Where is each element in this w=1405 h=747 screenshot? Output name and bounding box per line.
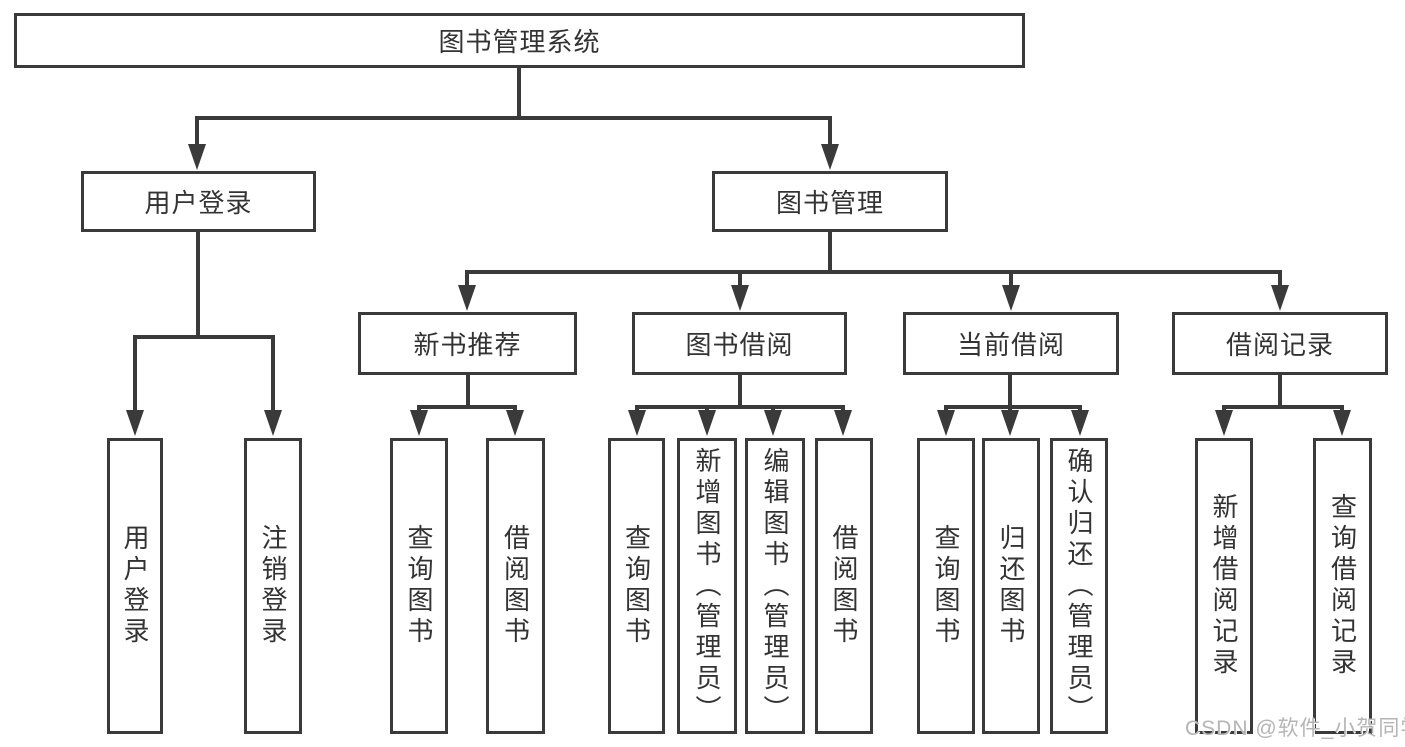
leaf-add-books-admin: 新增图书（管理员） [677,438,737,734]
node-book-management-system: 图书管理系统 [14,13,1025,68]
node-label: 用户登录 [120,524,150,648]
leaf-borrow-books-recommend: 借阅图书 [486,438,545,734]
node-label: 当前借阅 [956,330,1065,360]
node-book-borrow: 图书借阅 [632,312,847,375]
node-new-book-recommend: 新书推荐 [358,312,577,375]
node-label: 图书借阅 [685,330,794,360]
node-label: 注销登录 [258,524,288,648]
leaf-query-borrow-record: 查询借阅记录 [1313,438,1372,734]
leaf-borrow-books: 借阅图书 [815,438,873,734]
leaf-query-books-borrow: 查询图书 [608,438,665,734]
node-label: 查询借阅记录 [1327,493,1358,679]
leaf-add-borrow-record: 新增借阅记录 [1195,438,1253,734]
node-label: 查询图书 [404,524,434,648]
leaf-query-books-current: 查询图书 [917,438,975,734]
node-current-borrow: 当前借阅 [903,312,1119,375]
node-borrow-records: 借阅记录 [1172,312,1388,375]
node-label: 新增借阅记录 [1209,493,1239,679]
node-label: 借阅图书 [829,524,859,648]
node-label: 编辑图书（管理员） [760,446,790,726]
leaf-query-books-recommend: 查询图书 [390,438,448,734]
leaf-user-login: 用户登录 [107,438,163,734]
node-label: 归还图书 [996,524,1026,648]
leaf-return-books: 归还图书 [982,438,1040,734]
node-label: 新增图书（管理员） [692,446,722,726]
node-label: 用户登录 [144,188,253,218]
node-book-management: 图书管理 [712,171,948,232]
node-label: 新书推荐 [413,330,522,360]
node-label: 借阅记录 [1225,330,1334,360]
node-label: 确认归还（管理员） [1064,446,1094,726]
node-label: 图书管理 [775,188,884,218]
node-label: 查询图书 [621,524,652,648]
node-label: 借阅图书 [500,524,531,648]
node-user-login: 用户登录 [81,171,316,232]
node-label: 查询图书 [931,524,961,648]
leaf-confirm-return-admin: 确认归还（管理员） [1050,438,1108,734]
arrowheads [126,144,1351,436]
leaf-edit-books-admin: 编辑图书（管理员） [745,438,805,734]
csdn-watermark: CSDN @软件_小贺同学 [1185,717,1405,740]
leaf-logout: 注销登录 [244,438,302,734]
node-label: 图书管理系统 [438,27,601,57]
